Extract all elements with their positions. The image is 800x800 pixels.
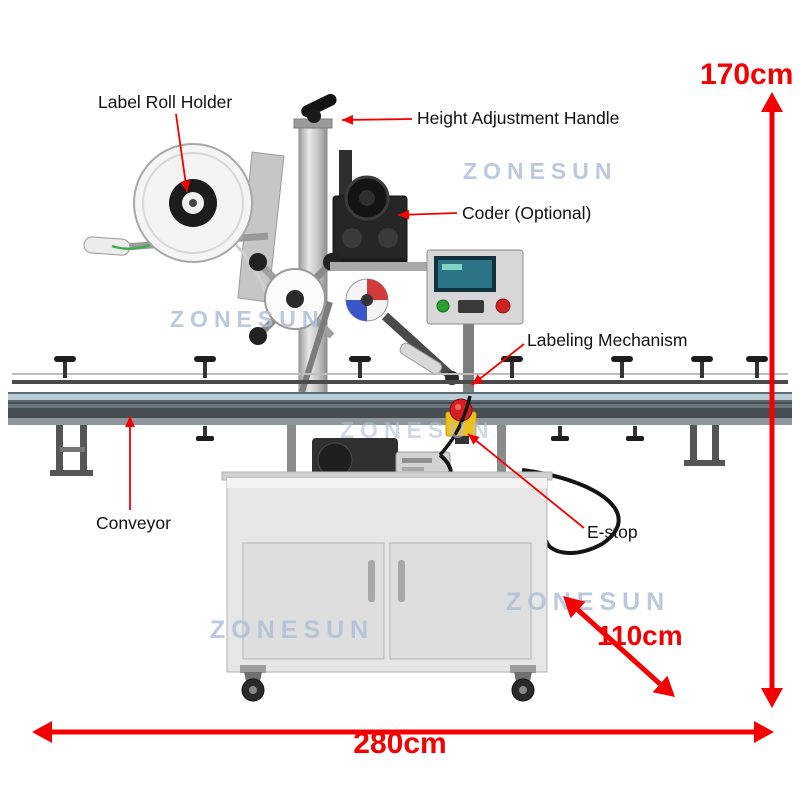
zonesun-watermark: ZONESUN <box>210 616 375 644</box>
callout-conveyor: Conveyor <box>96 513 171 533</box>
labeling-mechanism-part <box>249 253 459 393</box>
zonesun-watermark: ZONESUN <box>506 588 671 616</box>
height-adjustment-handle-part <box>301 93 337 123</box>
dimension-depth: 110cm <box>597 620 683 651</box>
dimension-width: 280cm <box>353 727 447 760</box>
zonesun-watermark: ZONESUN <box>340 417 495 443</box>
control-panel-part <box>330 249 524 396</box>
dimension-height: 170cm <box>700 58 794 91</box>
callout-e-stop: E-stop <box>587 522 638 542</box>
conveyor-part <box>8 356 792 476</box>
cabinet-door-right <box>389 542 532 660</box>
zonesun-watermark: ZONESUN <box>170 306 325 332</box>
callout-labeling-mechanism: Labeling Mechanism <box>527 330 688 350</box>
coder-part <box>332 150 408 266</box>
callout-height-adjustment-handle: Height Adjustment Handle <box>417 108 620 128</box>
conveyor-legs <box>50 425 725 476</box>
cabinet-door-left <box>242 542 385 660</box>
start-button-part <box>436 299 450 313</box>
callout-label-roll-holder: Label Roll Holder <box>98 92 233 112</box>
caster-wheels <box>240 665 536 702</box>
zonesun-watermark: ZONESUN <box>463 158 618 184</box>
label-roll-part <box>83 143 285 303</box>
stop-button-part <box>495 298 511 314</box>
callout-coder: Coder (Optional) <box>462 203 592 223</box>
